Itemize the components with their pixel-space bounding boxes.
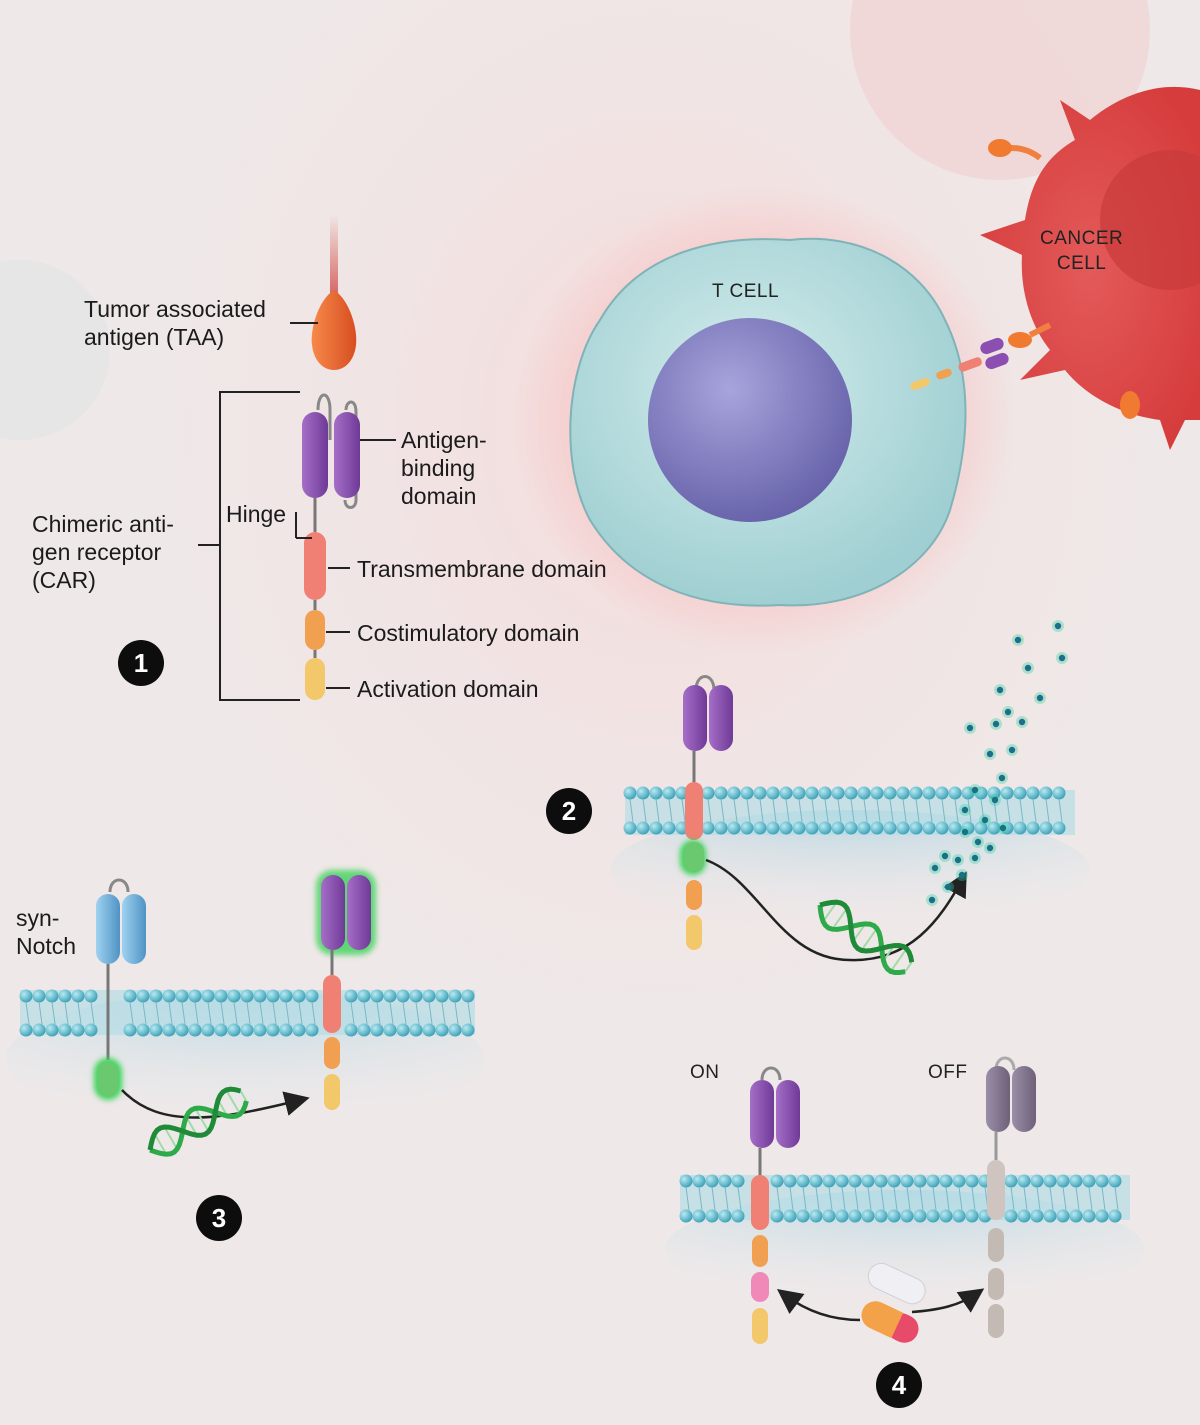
membrane-step-4 [665,1174,1145,1310]
costimulatory-label: Costimulatory domain [357,620,580,646]
synnotch-label: syn- Notch [16,905,77,959]
car-receptor [302,393,360,700]
off-label: OFF [928,1062,968,1083]
transmembrane-label: Transmembrane domain [357,556,607,582]
car-leaders [295,439,396,689]
drug-pills [861,1262,926,1343]
car-engaged-antigen [910,337,1009,391]
step-1-badge: 1 [118,640,164,686]
membrane-step-2 [610,786,1090,930]
synnotch-receptor [94,878,310,1119]
activation-label: Activation domain [357,676,539,702]
tcell-nucleus [648,318,852,522]
step-4-badge: 4 [876,1362,922,1408]
tcell-label: T CELL [712,281,780,302]
taa-label: Tumor associated antigen (TAA) [84,296,266,350]
dna-step-3 [147,1086,249,1157]
step-2-badge: 2 [546,788,592,834]
taa-antigen [311,215,357,370]
car-step-2 [680,675,967,962]
step-3-badge: 3 [196,1195,242,1241]
antigen-binding-label: Antigen- binding domain [401,427,487,509]
cancer-cell-label: CANCER CELL [1040,228,1124,274]
car-bracket [198,391,300,701]
dna-step-2 [817,899,915,975]
on-label: ON [690,1062,720,1083]
car-on [750,1066,800,1344]
car-off [986,1056,1036,1338]
car-label: Chimeric anti- gen receptor (CAR) [32,511,174,593]
secreted-particles [926,620,1068,906]
cancer-cell [980,86,1200,451]
drug-arrows [776,1288,985,1322]
membrane-step-3 [5,989,485,1130]
faint-cell-left [0,260,110,440]
hinge-label: Hinge [226,501,287,527]
car-step-3 [316,870,376,1110]
